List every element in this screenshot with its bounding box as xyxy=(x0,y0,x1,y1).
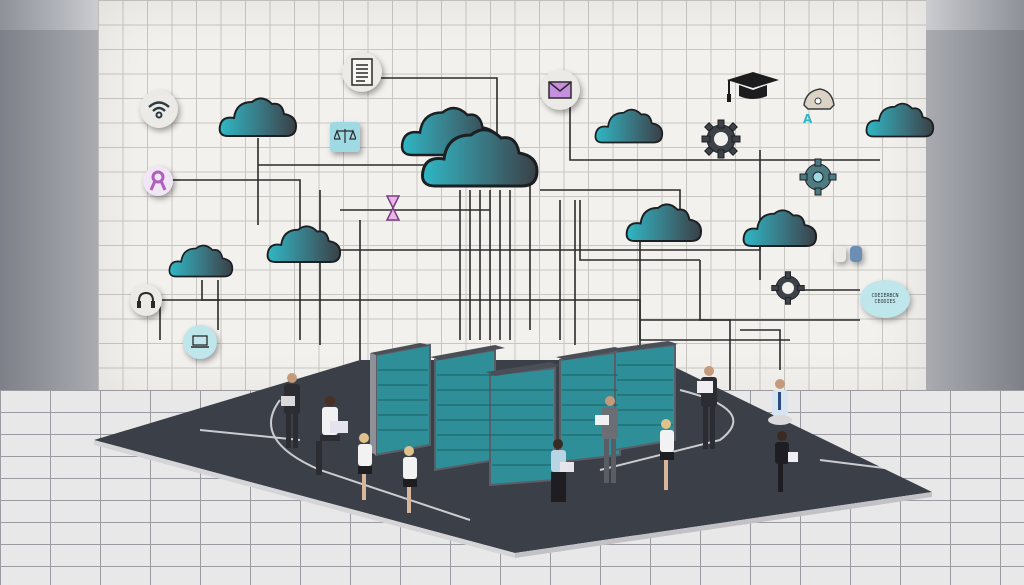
cloud-icon xyxy=(421,128,539,188)
lock-icon xyxy=(850,246,862,262)
badge-line-2: CEODIES xyxy=(874,299,896,305)
cloud-icon xyxy=(594,108,664,144)
person-seated-laptop xyxy=(768,379,792,425)
ribbon-icon xyxy=(143,166,173,196)
badge-line-1: CDEIERBCN xyxy=(871,293,899,299)
headphones-icon xyxy=(130,284,162,316)
scales-icon xyxy=(330,122,360,152)
person-standing xyxy=(281,373,300,448)
hourglass-icon xyxy=(383,192,403,224)
person-seated-laptop xyxy=(551,439,574,502)
left-wall xyxy=(0,30,98,400)
person-presenting xyxy=(595,396,618,483)
cloud-icon xyxy=(266,225,342,263)
service-label-badge: CDEIERBCN CEODIES xyxy=(860,280,910,318)
cloud-icon xyxy=(625,203,703,242)
person-seated xyxy=(775,431,798,492)
right-wall xyxy=(926,30,1024,400)
bell-icon: A xyxy=(800,85,836,125)
gear-icon xyxy=(700,118,742,160)
envelope-icon xyxy=(540,70,580,110)
cloud-icon xyxy=(742,209,818,247)
person-standing-tablet xyxy=(697,366,717,449)
person-seated-laptop xyxy=(316,396,348,475)
person-seated xyxy=(358,433,372,500)
cloud-icon xyxy=(168,244,234,278)
person-seated xyxy=(660,419,674,490)
cloud-icon xyxy=(865,102,935,138)
laptop-icon xyxy=(183,325,217,359)
circuit-gear-icon xyxy=(798,157,838,197)
person-seated xyxy=(403,446,417,513)
cloud-icon xyxy=(218,97,298,137)
svg-text:A: A xyxy=(803,112,813,125)
gear-icon xyxy=(770,270,806,306)
document-icon xyxy=(342,52,382,92)
lock-icon xyxy=(834,246,846,262)
wifi-icon xyxy=(140,90,178,128)
graduation-cap-icon xyxy=(722,70,782,106)
